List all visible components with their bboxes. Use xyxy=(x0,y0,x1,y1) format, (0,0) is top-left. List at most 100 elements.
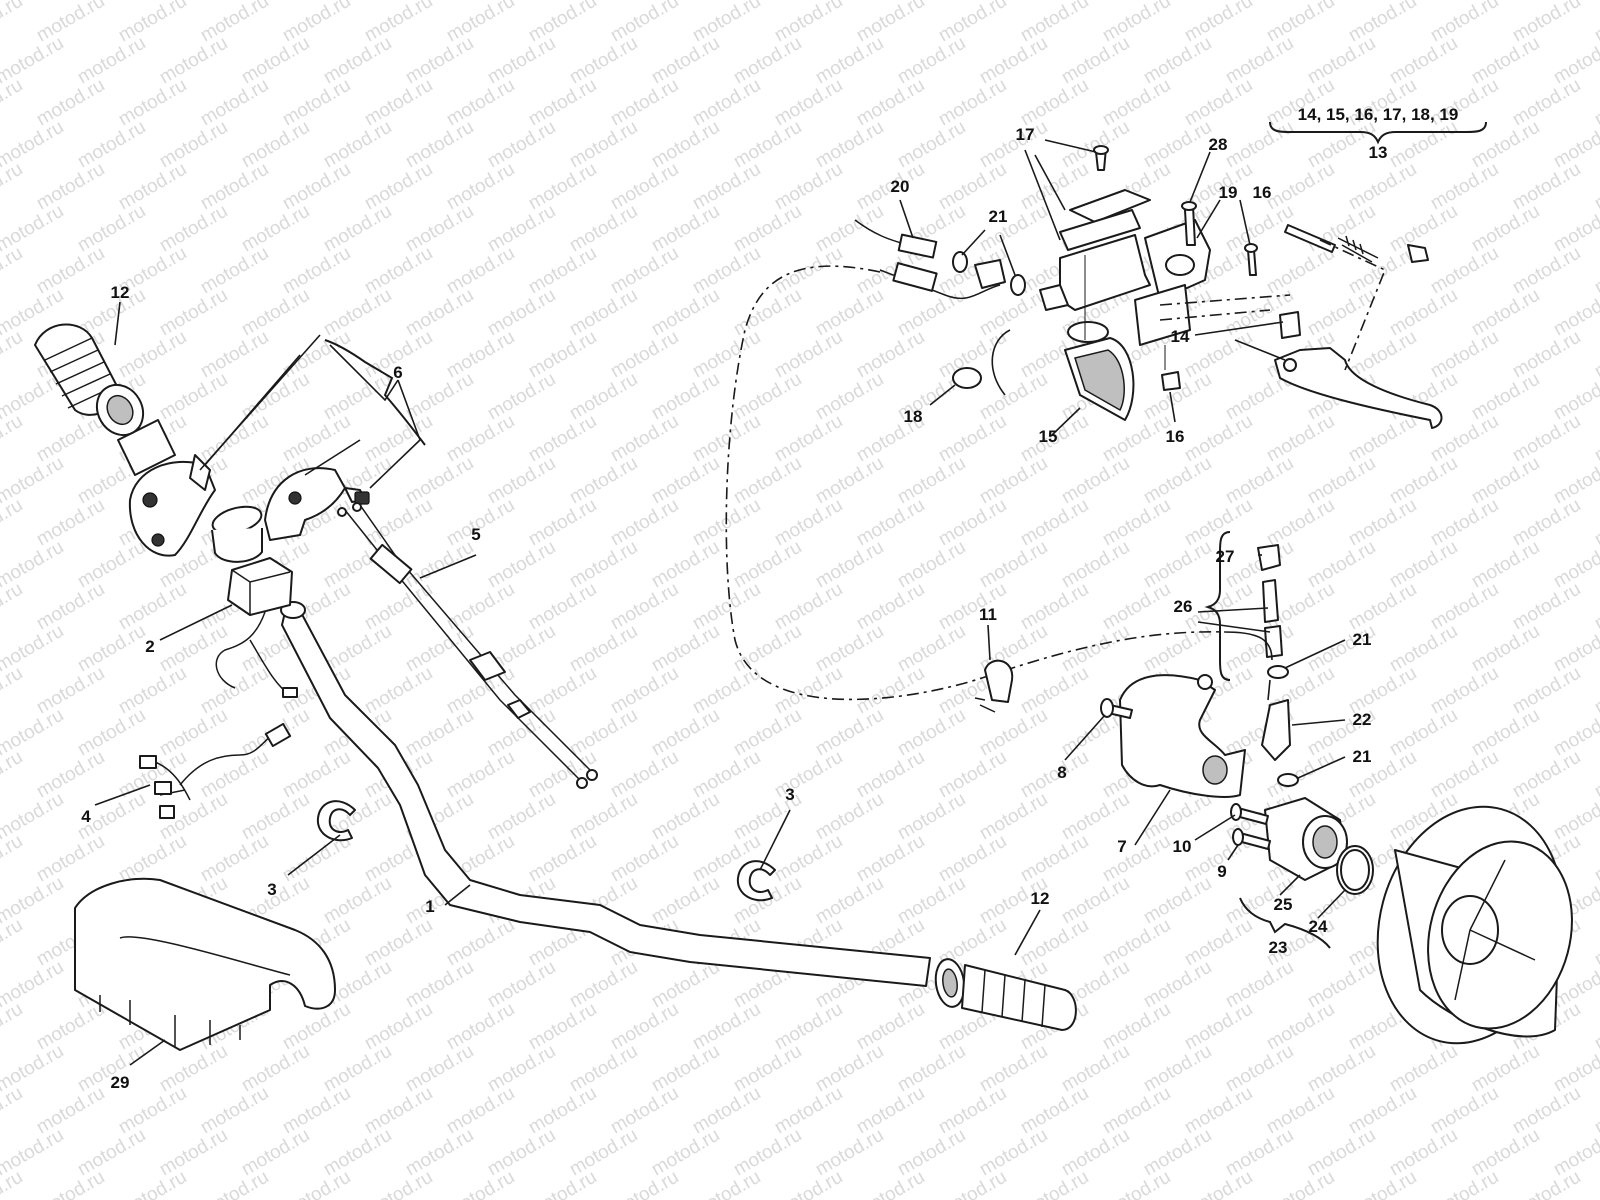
watermark-text: motod.ru xyxy=(115,159,190,215)
watermark-text: motod.ru xyxy=(648,873,723,929)
watermark-text: motod.ru xyxy=(156,285,231,341)
watermark-text: motod.ru xyxy=(1099,999,1174,1055)
watermark-text: motod.ru xyxy=(607,579,682,635)
watermark-text: motod.ru xyxy=(1058,1041,1133,1097)
hose-clip-11-tab xyxy=(974,697,996,713)
watermark-text: motod.ru xyxy=(1468,285,1543,341)
watermark-text: motod.ru xyxy=(1099,411,1174,467)
watermark-text: motod.ru xyxy=(648,1041,723,1097)
watermark-text: motod.ru xyxy=(730,537,805,593)
watermark-text: motod.ru xyxy=(648,537,723,593)
watermark-text: motod.ru xyxy=(1591,411,1600,467)
watermark-text: motod.ru xyxy=(812,705,887,761)
washer-21-c xyxy=(1267,665,1289,679)
watermark-text: motod.ru xyxy=(1140,873,1215,929)
watermark-text: motod.ru xyxy=(771,327,846,383)
watermark-text: motod.ru xyxy=(1386,621,1461,677)
watermark-text: motod.ru xyxy=(1386,33,1461,89)
watermark-text: motod.ru xyxy=(566,705,641,761)
watermark-text: motod.ru xyxy=(115,327,190,383)
cap-18 xyxy=(952,367,982,389)
watermark-text: motod.ru xyxy=(1140,789,1215,845)
watermark-text: motod.ru xyxy=(976,33,1051,89)
callout-20: 20 xyxy=(891,177,910,196)
watermark-text: motod.ru xyxy=(894,117,969,173)
watermark-text: motod.ru xyxy=(320,1041,395,1097)
callout-4: 4 xyxy=(81,807,91,826)
watermark-text: motod.ru xyxy=(279,159,354,215)
watermark-text: motod.ru xyxy=(33,579,108,635)
watermark-text: motod.ru xyxy=(74,621,149,677)
watermark-text: motod.ru xyxy=(1427,1083,1502,1139)
watermark-text: motod.ru xyxy=(771,159,846,215)
watermark-text: motod.ru xyxy=(689,747,764,803)
watermark-text: motod.ru xyxy=(0,159,26,215)
watermark-text: motod.ru xyxy=(197,1167,272,1200)
watermark-text: motod.ru xyxy=(730,705,805,761)
callout-7: 7 xyxy=(1117,837,1126,856)
watermark-text: motod.ru xyxy=(197,75,272,131)
watermark-text: motod.ru xyxy=(1058,873,1133,929)
watermark-text: motod.ru xyxy=(1263,411,1338,467)
banjo-fitting-20 xyxy=(897,233,938,259)
watermark-text: motod.ru xyxy=(238,1125,313,1181)
watermark-text: motod.ru xyxy=(689,75,764,131)
brace-group-26 xyxy=(1204,531,1231,681)
watermark-text: motod.ru xyxy=(402,1125,477,1181)
watermark-text: motod.ru xyxy=(771,1083,846,1139)
callout-26: 26 xyxy=(1174,597,1193,616)
watermark-text: motod.ru xyxy=(0,1083,26,1139)
watermark-text: motod.ru xyxy=(484,201,559,257)
watermark-text: motod.ru xyxy=(361,999,436,1055)
watermark-text: motod.ru xyxy=(976,789,1051,845)
spring xyxy=(1337,235,1379,263)
watermark-text: motod.ru xyxy=(1058,789,1133,845)
clip-right xyxy=(736,860,776,902)
watermark-text: motod.ru xyxy=(894,789,969,845)
watermark-text: motod.ru xyxy=(730,285,805,341)
watermark-text: motod.ru xyxy=(1304,33,1379,89)
watermark-text: motod.ru xyxy=(0,0,26,46)
watermark-text: motod.ru xyxy=(443,243,518,299)
watermark-text: motod.ru xyxy=(115,663,190,719)
watermark-text: motod.ru xyxy=(1345,579,1420,635)
watermark-text: motod.ru xyxy=(1345,1167,1420,1200)
watermark-text: motod.ru xyxy=(1468,1041,1543,1097)
hose-sleeve xyxy=(892,262,938,292)
watermark-text: motod.ru xyxy=(1509,747,1584,803)
watermark-text: motod.ru xyxy=(894,1125,969,1181)
watermark-text: motod.ru xyxy=(771,495,846,551)
watermark-text: motod.ru xyxy=(1222,1125,1297,1181)
watermark-text: motod.ru xyxy=(33,831,108,887)
watermark-text: motod.ru xyxy=(853,495,928,551)
watermark-text: motod.ru xyxy=(320,117,395,173)
watermark-text: motod.ru xyxy=(0,327,26,383)
watermark-text: motod.ru xyxy=(484,453,559,509)
watermark-text: motod.ru xyxy=(361,75,436,131)
clamp-2 xyxy=(227,557,293,616)
callout-21-upper: 21 xyxy=(989,207,1008,226)
watermark-text: motod.ru xyxy=(853,75,928,131)
watermark-text: motod.ru xyxy=(1509,495,1584,551)
watermark-text: motod.ru xyxy=(1140,1125,1215,1181)
callout-14: 14 xyxy=(1171,327,1190,346)
banjo-22 xyxy=(1261,699,1291,761)
watermark-text: motod.ru xyxy=(1181,1083,1256,1139)
watermark-text: motod.ru xyxy=(730,369,805,425)
watermark-text: motod.ru xyxy=(115,831,190,887)
watermark-text: motod.ru xyxy=(74,705,149,761)
watermark-text: motod.ru xyxy=(115,1167,190,1200)
watermark-text: motod.ru xyxy=(648,705,723,761)
watermark-text: motod.ru xyxy=(1222,1041,1297,1097)
bracket-7-bore xyxy=(1202,755,1228,785)
watermark-text: motod.ru xyxy=(771,831,846,887)
watermark-text: motod.ru xyxy=(976,537,1051,593)
watermark-text: motod.ru xyxy=(361,243,436,299)
bolt-9-head xyxy=(1232,828,1244,846)
watermark-text: motod.ru xyxy=(1345,327,1420,383)
watermark-text: motod.ru xyxy=(689,1167,764,1200)
watermark-text: motod.ru xyxy=(853,999,928,1055)
watermark-text: motod.ru xyxy=(443,411,518,467)
watermark-text: motod.ru xyxy=(812,873,887,929)
washer-21-d xyxy=(1277,773,1299,787)
